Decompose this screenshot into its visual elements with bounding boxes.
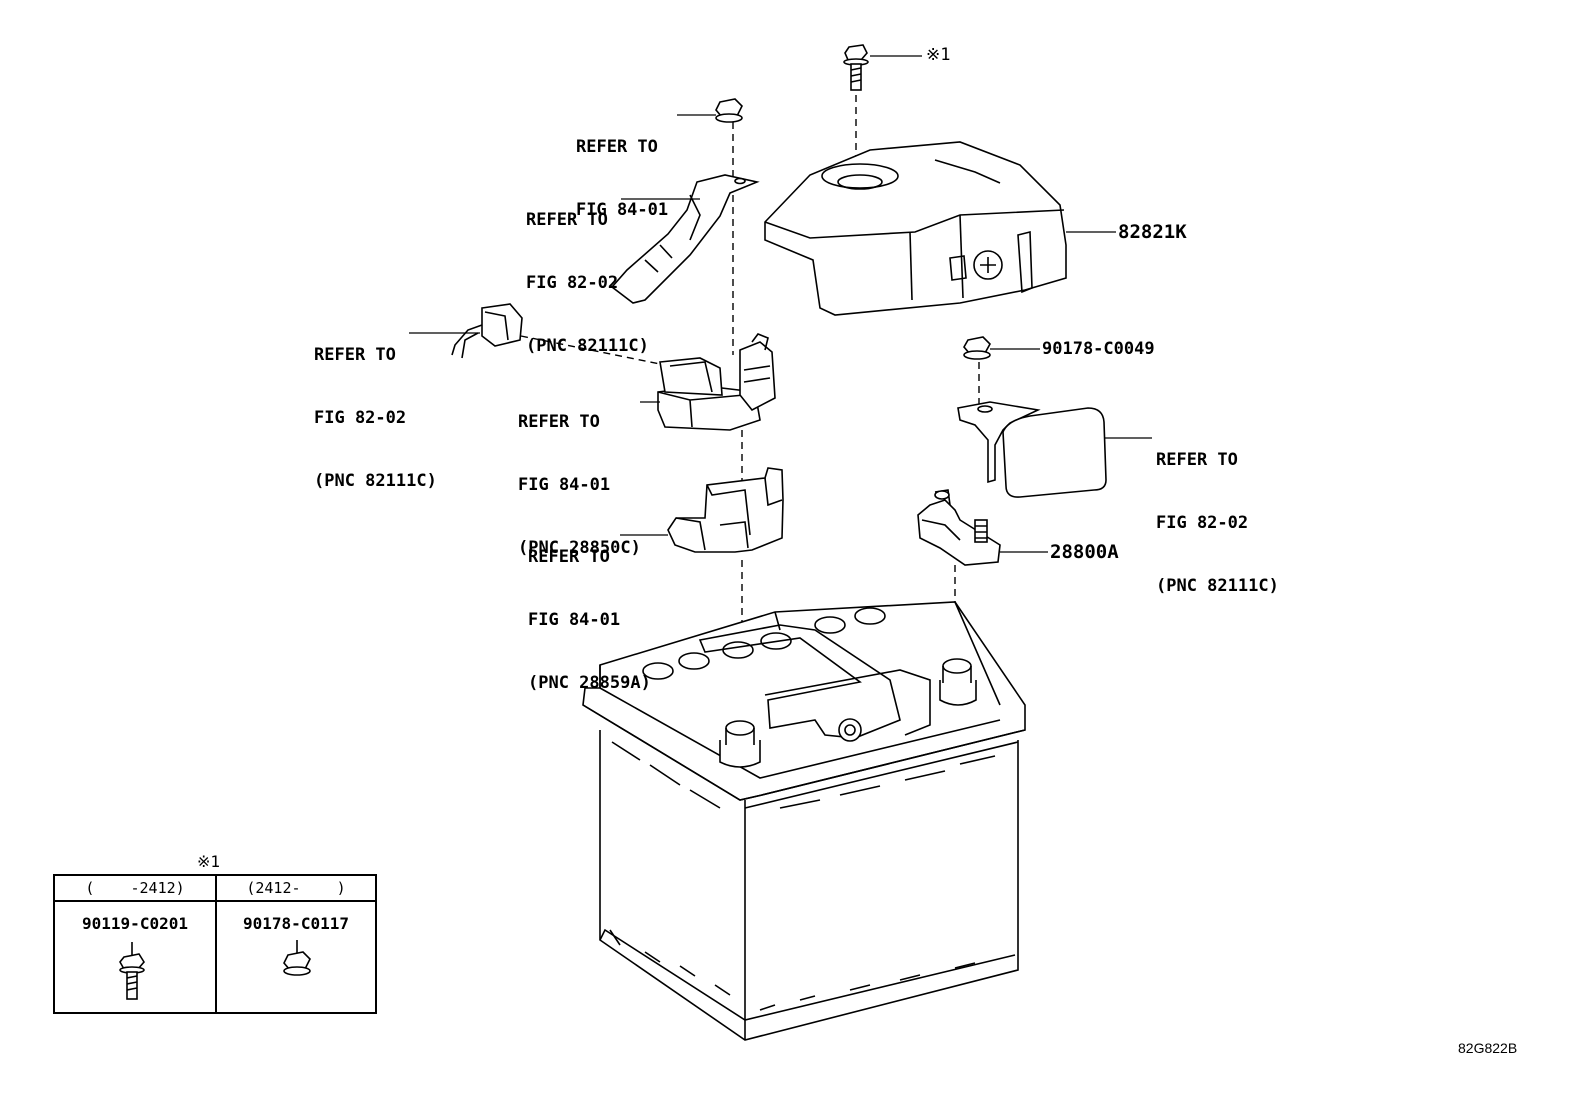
top-bolt-icon <box>843 44 869 91</box>
table-mark: ※1 <box>197 852 221 871</box>
ref-line: (PNC 82111C) <box>526 336 649 356</box>
battery-sensor-icon <box>657 333 776 431</box>
ref-line: (PNC 82111C) <box>1156 576 1279 596</box>
battery-cover-icon <box>764 141 1067 316</box>
ref-line: FIG 82-02 <box>314 408 407 428</box>
ref-line: FIG 84-01 <box>518 475 611 495</box>
ref-line: REFER TO <box>528 547 610 567</box>
bracket-icon <box>610 174 760 304</box>
column-header: (2412- ) <box>217 876 375 902</box>
figure-code: 82G822B <box>1458 1040 1518 1056</box>
table-column: ( -2412) 90119-C0201 <box>55 876 217 1012</box>
nut-top-ref: REFER TO FIG 84-01 <box>576 95 668 242</box>
terminal-nut-icon <box>963 336 991 360</box>
ref-line: FIG 82-02 <box>1156 513 1249 533</box>
ref-line: (PNC 28859A) <box>528 673 651 693</box>
battery-icon <box>582 601 1026 1041</box>
part-number-cover: 82821K <box>1118 221 1187 243</box>
connector-icon <box>451 303 523 359</box>
ref-line: REFER TO <box>1156 450 1238 470</box>
cover-ref: REFER TO FIG 82-02 (PNC 82111C) <box>1156 408 1279 618</box>
table-nut-icon <box>283 940 311 976</box>
ref-line: REFER TO <box>526 210 608 230</box>
table-bolt-icon <box>119 942 145 1000</box>
fastener-table: ( -2412) 90119-C0201 (2412- ) 90178-C011… <box>53 874 377 1014</box>
connector-ref: REFER TO FIG 82-02 (PNC 82111C) <box>314 303 437 513</box>
ref-line: FIG 82-02 <box>526 273 619 293</box>
column-header: ( -2412) <box>55 876 215 902</box>
ref-line: REFER TO <box>518 412 600 432</box>
ref-line: (PNC 28850C) <box>518 538 641 558</box>
part-number-terminal: 28800A <box>1050 541 1119 563</box>
ref-line: (PNC 82111C) <box>314 471 437 491</box>
bracket-nut-icon <box>715 98 743 123</box>
part-number-nut: 90178-C0049 <box>1042 339 1155 359</box>
sensor-ref: REFER TO FIG 84-01 (PNC 28850C) <box>518 370 641 580</box>
column-part-number: 90178-C0117 <box>243 914 349 933</box>
ref-line: REFER TO <box>314 345 396 365</box>
ref-line: REFER TO <box>576 137 658 157</box>
terminal-cap-icon <box>957 401 1107 498</box>
ref-line: FIG 84-01 <box>576 200 669 220</box>
ref-line: FIG 84-01 <box>528 610 621 630</box>
bracket-ref: REFER TO FIG 82-02 (PNC 82111C) <box>526 168 649 378</box>
table-column: (2412- ) 90178-C0117 <box>217 876 375 1012</box>
holder-ref: REFER TO FIG 84-01 (PNC 28859A) <box>528 505 651 715</box>
top-bolt-note: ※1 <box>926 45 951 65</box>
battery-terminal-icon <box>917 489 1001 566</box>
sensor-holder-icon <box>667 467 784 553</box>
column-part-number: 90119-C0201 <box>82 914 188 933</box>
